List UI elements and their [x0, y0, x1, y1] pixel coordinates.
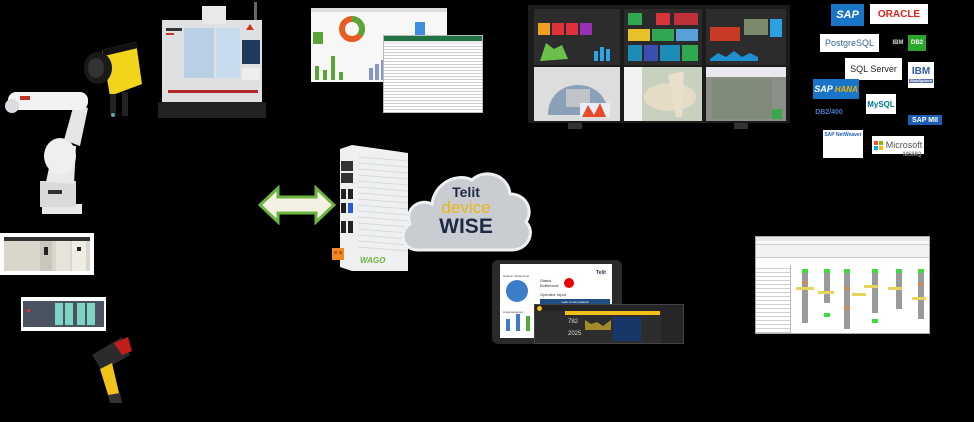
workflow-tree-panel [756, 265, 791, 333]
tablet-telit-brand: Telit [596, 270, 606, 276]
sap-netweaver-logo: SAP NetWeaver [823, 130, 863, 158]
siemens-plc-image [21, 297, 106, 331]
sap-hana-logo: SAP HANA [813, 79, 859, 99]
mysql-logo: MySQL [866, 94, 896, 114]
robot-arm-image [2, 86, 94, 222]
dashboard-map-panel [613, 317, 641, 341]
sql-server-logo: SQL Server [845, 58, 902, 80]
dashboard-value-1: 782 [568, 319, 579, 325]
ibm-websphere-logo: IBM WebSphere [908, 62, 934, 88]
tablet-status-label: Status [540, 278, 552, 283]
excel-spreadsheet-image [383, 35, 483, 113]
edge-gateway-device: WAGO [330, 143, 410, 273]
tablet-status-value: Bottleneck [540, 283, 559, 288]
barcode-scanner-image [86, 335, 134, 405]
dashboard-logo-icon [537, 306, 542, 311]
dashboard-accent-bar [565, 311, 660, 315]
sap-logo: SAP [831, 4, 864, 26]
ibm-websphere-sub: WebSphere [909, 78, 933, 83]
dashboard-value-2: 2025 [568, 331, 582, 337]
cloud-brand-telit: Telit [452, 184, 480, 200]
microsoft-msmq-logo: Microsoft [872, 136, 924, 154]
ab-plc-image [0, 233, 94, 275]
sap-netweaver-title: SAP NetWeaver [824, 132, 862, 138]
tablet-operator-input-label: Operator Input [540, 292, 566, 297]
tablet-chart1-title: Uptime / Down time [503, 274, 530, 278]
db2-400-logo: DB2/400 [815, 108, 843, 116]
database-logos: SAP ORACLE PostgreSQL IBM DB2 SQL Server… [810, 0, 974, 170]
ibm-websphere-title: IBM [911, 66, 931, 77]
postgresql-logo: PostgreSQL [820, 34, 879, 52]
tablet-chart2-title: Ampere/sensor [503, 310, 524, 314]
wago-brand-label: WAGO [360, 256, 386, 265]
vision-camera-image [82, 38, 144, 120]
tablet-raw-material-button[interactable]: Lack of raw material [540, 299, 610, 305]
sap-hana-hana: HANA [834, 84, 858, 94]
hmi-dashboard: 782 2025 [534, 304, 684, 344]
microsoft-label: Microsoft [885, 140, 923, 150]
dashboard-line-chart [585, 317, 611, 330]
msmq-label: MSMQ [903, 152, 922, 158]
cloud-product-device: device [441, 198, 491, 217]
cloud-product-wise: WISE [439, 215, 493, 238]
db2-logo: DB2 [908, 35, 926, 51]
dashboard-side-panel [661, 311, 683, 343]
control-room-video-wall [528, 5, 790, 133]
sap-mii-logo: SAP MII [908, 115, 942, 125]
bidirectional-arrow-icon [257, 184, 337, 226]
sap-hana-sap: SAP [814, 84, 833, 94]
cnc-machine-image [158, 2, 268, 120]
tablet-pie-chart [506, 280, 528, 302]
ibm-logo: IBM [892, 40, 904, 46]
telit-devicewise-cloud: Telit device WISE [396, 166, 536, 258]
oracle-logo: ORACLE [870, 4, 928, 24]
tablet-status-indicator [564, 278, 574, 288]
workflow-editor-window [755, 236, 930, 334]
microsoft-icon [873, 140, 883, 150]
